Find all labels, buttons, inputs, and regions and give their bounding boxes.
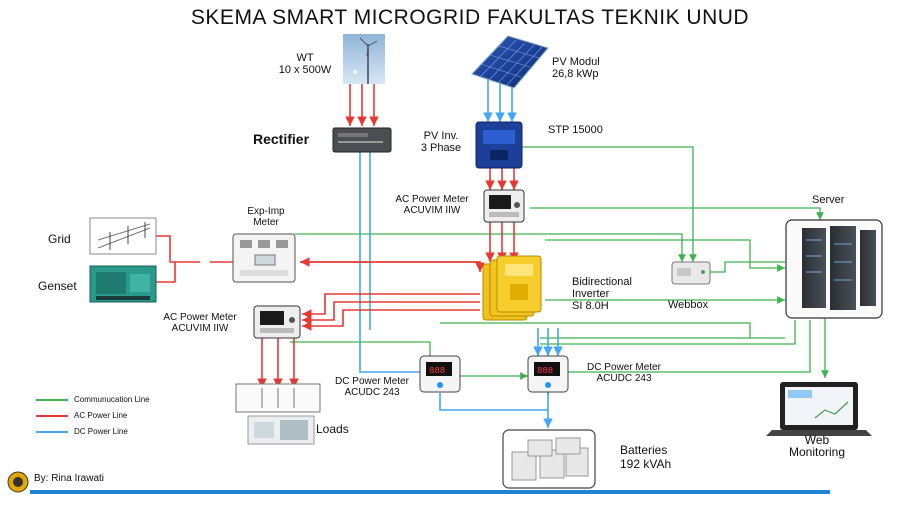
pv-label-line1: PV Modul	[552, 56, 600, 68]
ac-lines	[155, 82, 519, 388]
pv-inverter-label-line2: 3 Phase	[420, 142, 462, 154]
dc-meter-left-label: DC Power Meter ACUDC 243	[322, 376, 422, 398]
wt-label: WT 10 x 500W	[270, 52, 340, 76]
loads-panel	[235, 383, 321, 445]
footer-strip	[30, 490, 830, 494]
web-monitoring-laptop	[766, 382, 872, 436]
dc-meter-left-label-line1: DC Power Meter	[335, 376, 409, 387]
server-image	[785, 219, 883, 319]
pv-inverter-label: PV Inv. 3 Phase	[406, 130, 476, 154]
webbox-device	[671, 261, 711, 285]
exp-imp-label-line1: Exp-Imp	[247, 206, 285, 217]
ac-meter-left-device	[253, 305, 301, 339]
pv-label-line2: 26,8 kWp	[552, 68, 599, 80]
rectifier-label: Rectifier	[253, 131, 310, 147]
university-logo	[7, 471, 29, 493]
batteries-label-line1: Batteries	[620, 443, 668, 457]
pv-label: PV Modul 26,8 kWp	[552, 56, 600, 80]
rectifier-device	[332, 127, 392, 153]
dc-meter-left-label-line2: ACUDC 243	[344, 387, 400, 398]
dc-meter-right-label-line2: ACUDC 243	[596, 373, 652, 384]
dc-lines	[359, 78, 563, 428]
ac-meter-top-device	[483, 189, 525, 223]
ac-meter-top-label: AC Power Meter ACUVIM IIW	[380, 194, 484, 216]
grid-label: Grid	[48, 232, 71, 246]
webbox-label: Webbox	[668, 299, 709, 311]
legend-communication: Communucation Line	[74, 395, 150, 404]
wind-turbine-image	[343, 34, 385, 84]
loads-label: Loads	[316, 422, 349, 436]
web-monitoring-label-line2: Monitoring	[788, 445, 846, 459]
genset-label: Genset	[38, 279, 77, 293]
dc-meter-right-label-line1: DC Power Meter	[587, 362, 661, 373]
wt-label-line2: 10 x 500W	[278, 64, 332, 76]
ac-meter-top-label-line2: ACUVIM IIW	[403, 205, 461, 216]
bidirectional-label-line1: Bidirectional	[572, 276, 632, 288]
bidirectional-inverter-device	[482, 255, 542, 321]
author-credit: By: Rina Irawati	[34, 473, 105, 484]
server-label: Server	[812, 194, 845, 206]
legend-lines	[36, 399, 68, 433]
svg-text:888: 888	[429, 366, 445, 376]
dc-meter-left-device: 888	[419, 355, 461, 393]
ac-meter-top-label-line1: AC Power Meter	[395, 194, 469, 205]
svg-text:888: 888	[537, 366, 553, 376]
ac-meter-left-label-line2: ACUVIM IIW	[171, 323, 229, 334]
ac-meter-left-label: AC Power Meter ACUVIM IIW	[148, 312, 252, 334]
pv-panel-image	[471, 35, 549, 89]
web-monitoring-label-line1: Web	[804, 433, 830, 447]
pv-inverter-device	[475, 121, 523, 169]
exp-imp-label: Exp-Imp Meter	[236, 206, 296, 228]
pv-inverter-label-line1: PV Inv.	[423, 130, 459, 142]
legend-ac: AC Power Line	[74, 411, 128, 420]
genset-image	[89, 265, 157, 303]
batteries-label-line2: 192 kVAh	[620, 457, 672, 471]
wt-label-line1: WT	[296, 52, 314, 64]
bidirectional-label: Bidirectional Inverter SI 8.0H	[572, 276, 632, 312]
exp-imp-meter-device	[232, 233, 296, 283]
batteries-image	[502, 429, 596, 489]
bidirectional-label-line3: SI 8.0H	[572, 300, 609, 312]
web-monitoring-label: Web Monitoring	[772, 434, 862, 458]
dc-meter-right-label: DC Power Meter ACUDC 243	[574, 362, 674, 384]
exp-imp-label-line2: Meter	[253, 217, 279, 228]
page-title: SKEMA SMART MICROGRID FAKULTAS TEKNIK UN…	[190, 6, 750, 29]
stp-label: STP 15000	[548, 124, 603, 136]
legend-dc: DC Power Line	[74, 427, 128, 436]
bidirectional-label-line2: Inverter	[572, 288, 610, 300]
grid-image	[89, 217, 157, 255]
ac-meter-left-label-line1: AC Power Meter	[163, 312, 237, 323]
batteries-label: Batteries 192 kVAh	[620, 443, 671, 471]
dc-meter-right-device: 888	[527, 355, 569, 393]
